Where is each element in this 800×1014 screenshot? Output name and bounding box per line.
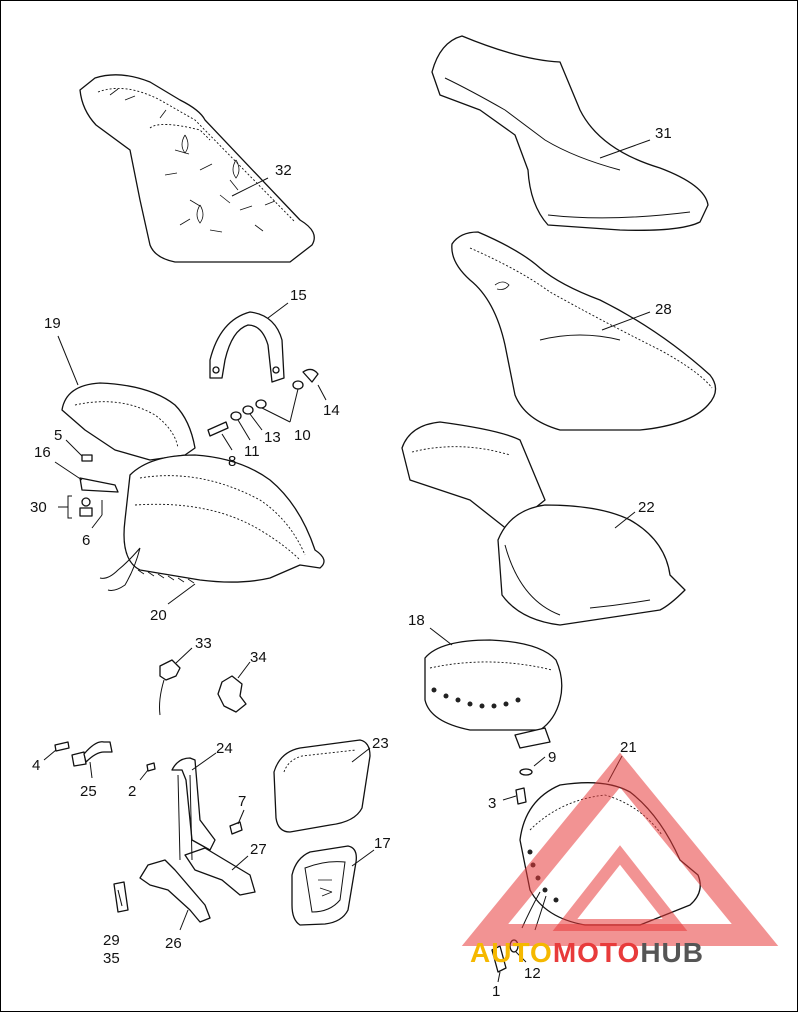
callout-34: 34	[250, 649, 267, 666]
callout-33: 33	[195, 635, 212, 652]
part-18-pillion-pad: 18	[408, 612, 563, 749]
part-32-floral-seat: 32	[79, 74, 315, 263]
callout-17: 17	[374, 835, 391, 852]
callout-23: 23	[372, 735, 389, 752]
callout-11: 11	[244, 443, 260, 460]
part-7-screw: 7	[229, 793, 246, 835]
callout-24: 24	[216, 740, 233, 757]
watermark-logo: AUTOMOTOHUB	[461, 752, 779, 968]
callout-10: 10	[294, 427, 311, 444]
callout-26: 26	[165, 935, 182, 952]
callout-14: 14	[323, 402, 340, 419]
callout-19: 19	[44, 315, 61, 332]
part-31-plain-seat: 31	[431, 35, 709, 231]
callout-15: 15	[290, 287, 307, 304]
callout-20: 20	[150, 607, 167, 624]
callout-7: 7	[238, 793, 246, 810]
callout-32: 32	[275, 162, 292, 179]
callout-6: 6	[82, 532, 90, 549]
callout-1: 1	[492, 983, 500, 1000]
part-15-strap: 15 14 10 13 11 8	[207, 287, 340, 470]
part-2-screw: 2	[128, 762, 156, 800]
svg-text:AUTOMOTOHUB: AUTOMOTOHUB	[470, 937, 704, 968]
part-22-seat: 22	[401, 421, 686, 626]
callout-30: 30	[30, 499, 47, 516]
callout-9: 9	[548, 749, 556, 766]
watermark-word-auto: AUTO	[470, 937, 553, 968]
callout-27: 27	[250, 841, 267, 858]
part-24-26-27-sissy-bar: 24 26 27	[139, 740, 267, 952]
callout-2: 2	[128, 783, 136, 800]
callout-29: 29	[103, 932, 120, 949]
part-17-backrest-bag: 17	[291, 835, 391, 926]
watermark-word-hub: HUB	[640, 937, 704, 968]
part-hardware-left: 5 16 30 6	[30, 427, 119, 549]
part-4-25-bracket: 4 25	[32, 741, 113, 800]
callout-13: 13	[264, 429, 281, 446]
callout-25: 25	[80, 783, 97, 800]
callout-16: 16	[34, 444, 51, 461]
callout-21: 21	[620, 739, 637, 756]
watermark-word-moto: MOTO	[553, 937, 640, 968]
part-29-35-plate: 29 35	[103, 881, 129, 967]
part-23-backrest-pad: 23	[273, 735, 389, 833]
callout-8: 8	[228, 453, 236, 470]
callout-12: 12	[524, 965, 541, 982]
part-19-20-seat-assembly: 19 20	[44, 315, 325, 624]
callout-22: 22	[638, 499, 655, 516]
callout-5: 5	[54, 427, 62, 444]
callout-3: 3	[488, 795, 496, 812]
part-33-clip: 33	[159, 635, 212, 716]
callout-35: 35	[103, 950, 120, 967]
callout-18: 18	[408, 612, 425, 629]
callout-31: 31	[655, 125, 672, 142]
part-9-3-hardware: 9 3	[488, 749, 556, 812]
part-34-clip: 34	[217, 649, 267, 713]
part-28-two-up-seat: 28	[451, 231, 717, 431]
callout-4: 4	[32, 757, 40, 774]
callout-28: 28	[655, 301, 672, 318]
